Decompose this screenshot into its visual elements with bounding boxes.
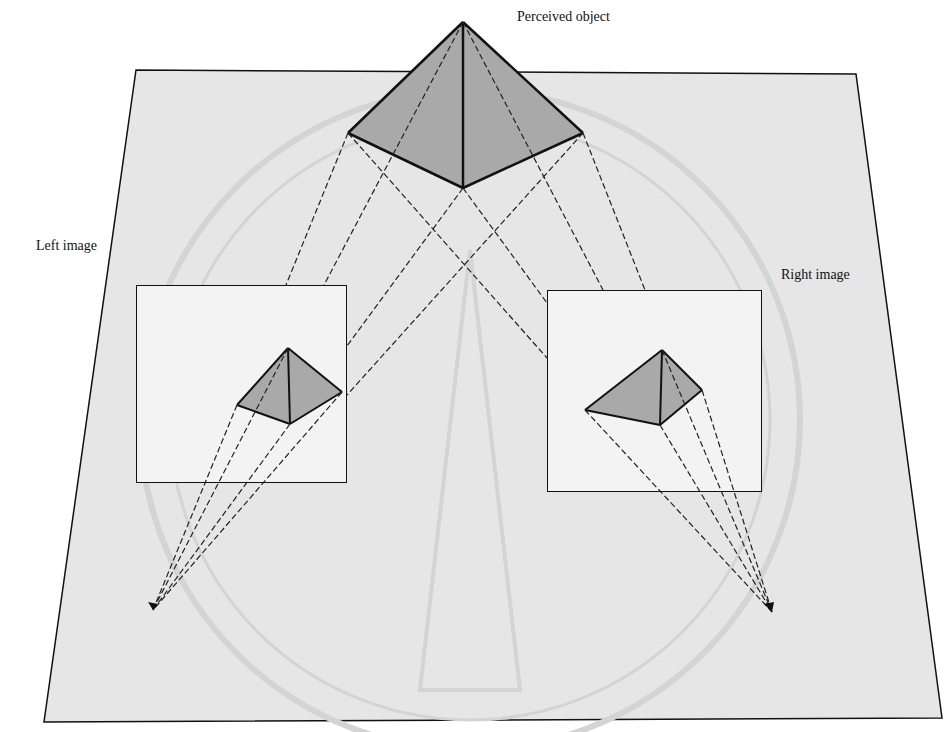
eye-ray (662, 350, 772, 612)
perceived-pyramid (348, 22, 583, 188)
pyramid-edges (348, 22, 583, 188)
pyramid-edge (463, 22, 583, 133)
pyramid-edge (348, 22, 463, 133)
pyramid-edge (463, 133, 583, 188)
watermark-spire (420, 250, 520, 690)
eye-rays (585, 350, 772, 612)
projection-ray (463, 22, 603, 290)
eye-point (764, 602, 774, 612)
pyramid-face (585, 350, 702, 425)
eye-ray (660, 425, 772, 612)
pyramid-edge (462, 22, 465, 188)
projection-ray (463, 188, 547, 303)
image-plane: Left image (136, 285, 347, 483)
eye-ray (153, 392, 342, 610)
pyramid-edge (288, 348, 342, 392)
pyramid-edge (290, 392, 342, 424)
projection-ray (348, 133, 547, 358)
pyramid-edge (585, 410, 660, 425)
eye-point (148, 602, 158, 610)
image-label: Left image (36, 238, 97, 255)
pyramid-edge (585, 350, 662, 410)
eye-ray (153, 424, 290, 610)
image-label: Right image (781, 267, 850, 284)
pyramid-edge (348, 133, 463, 188)
pyramid-face (237, 348, 342, 424)
pyramid-edge (288, 348, 290, 424)
pyramid-edge (660, 350, 662, 425)
image-plane-fill (547, 290, 762, 492)
image-plane-fill (136, 285, 347, 483)
projection-ray (583, 133, 645, 290)
pyramid-edges (585, 350, 702, 425)
image-plane: Right image (547, 290, 762, 492)
eye-ray (585, 410, 772, 612)
left-projected-pyramid (148, 348, 342, 610)
right-projected-pyramid (585, 350, 774, 612)
projection-ray (324, 22, 463, 285)
projection-rays (286, 22, 645, 395)
eye-rays (153, 348, 342, 610)
eye-ray (153, 405, 237, 610)
pyramid-edges (237, 348, 342, 424)
projection-ray (286, 133, 348, 285)
eye-ray (153, 348, 288, 610)
pyramid-edge (662, 350, 702, 390)
pyramid-face (348, 22, 583, 188)
pyramid-edge (237, 405, 290, 424)
projection-ray (347, 188, 463, 346)
object-label: Perceived object (517, 9, 610, 26)
